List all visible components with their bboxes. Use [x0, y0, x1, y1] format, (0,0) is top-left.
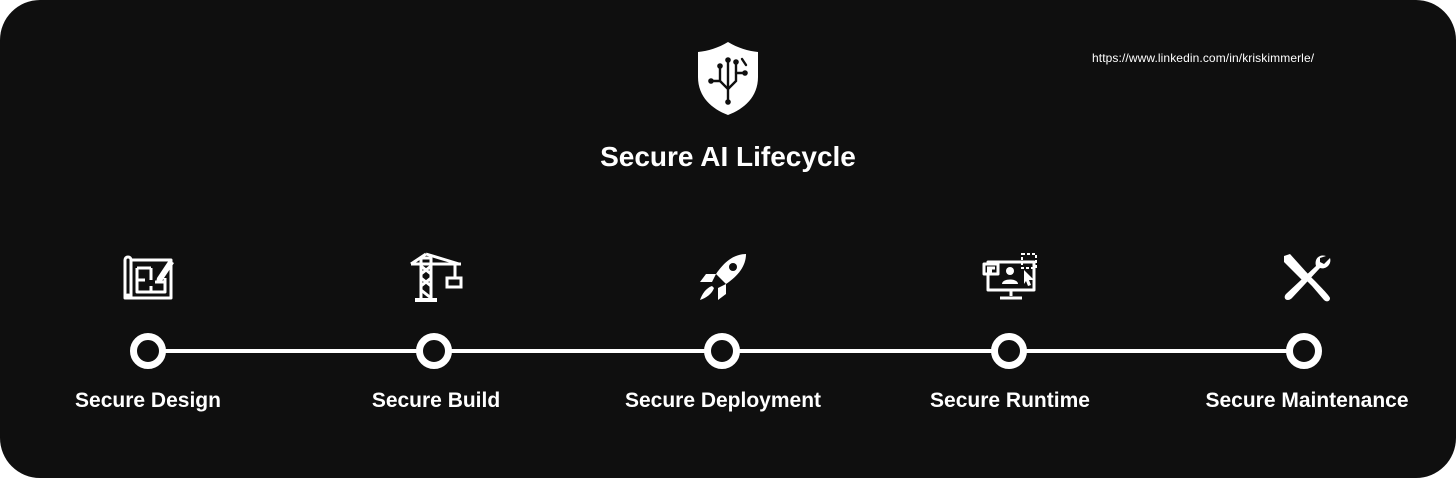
diagram-title: Secure AI Lifecycle [600, 141, 856, 172]
stage-label-build: Secure Build [371, 389, 501, 412]
timeline-node-maintenance [1286, 333, 1322, 369]
timeline-node-deployment [704, 333, 740, 369]
stage-label-deployment: Secure Deployment [624, 389, 822, 412]
monitor-user-icon [982, 252, 1037, 304]
shield-circuit-icon [694, 39, 762, 117]
construction-crane-icon [409, 252, 463, 304]
stage-label-runtime: Secure Runtime [930, 389, 1090, 412]
timeline-node-build [416, 333, 452, 369]
blueprint-pencil-icon [121, 252, 175, 304]
screwdriver-wrench-icon [1280, 252, 1334, 304]
timeline-node-runtime [991, 333, 1027, 369]
stage-label-design: Secure Design [75, 389, 221, 412]
rocket-icon [696, 252, 750, 304]
profile-url[interactable]: https://www.linkedin.com/in/kriskimmerle… [1092, 51, 1315, 65]
stage-label-maintenance: Secure Maintenance [1205, 389, 1409, 412]
timeline-node-design [130, 333, 166, 369]
